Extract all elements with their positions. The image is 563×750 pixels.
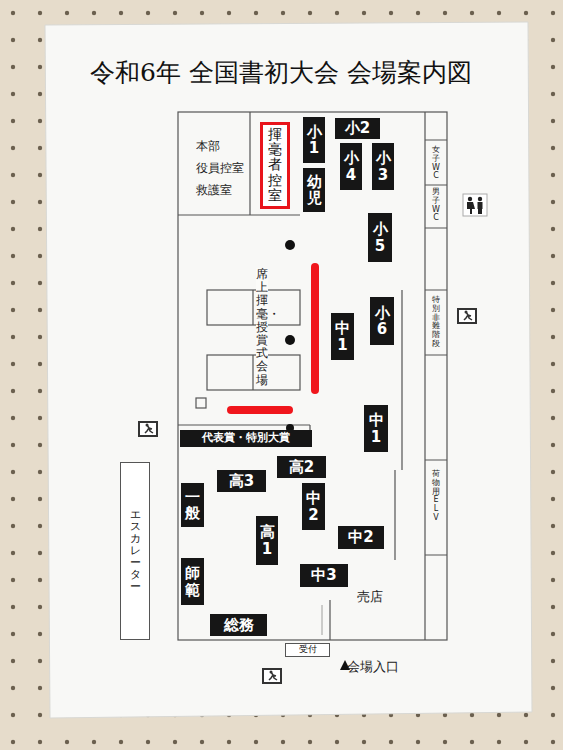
door-mark xyxy=(322,605,323,635)
room-name: 高3 xyxy=(229,473,254,490)
room-name: 高2 xyxy=(289,459,314,476)
booth-label-box: 高1 xyxy=(256,516,278,565)
booth-label-box: 小3 xyxy=(372,143,394,190)
booth-label-box: 中2 xyxy=(302,483,325,530)
escalator-frame xyxy=(120,462,150,640)
booth-label-box: 代表賞・特別大賞 xyxy=(180,430,312,447)
red-line xyxy=(311,267,319,390)
room-name: 受付 xyxy=(299,645,317,655)
booth-label-box: 小4 xyxy=(340,143,362,190)
table-split xyxy=(252,290,253,390)
red-marks xyxy=(231,267,315,410)
booth-label-box: 中3 xyxy=(300,564,348,587)
highlighted-room: 揮毫者控室 xyxy=(260,122,290,209)
place-label: 男子WC xyxy=(432,188,440,223)
booth-label-box: 小6 xyxy=(370,297,394,345)
room-name: 小5 xyxy=(373,221,388,254)
room-name: 小4 xyxy=(344,150,359,183)
room-name: 中1 xyxy=(369,412,384,445)
room-name: 小6 xyxy=(375,305,390,338)
booth-label-box: 中1 xyxy=(331,313,354,360)
pillar-dot xyxy=(285,240,295,250)
room-name: 揮毫者控室 xyxy=(268,127,282,204)
room-name: 中1 xyxy=(335,320,350,353)
room-name: 中2 xyxy=(348,529,373,546)
pillars xyxy=(285,240,295,432)
booth-label-box: 総務 xyxy=(210,614,267,636)
booth-label-box: 高2 xyxy=(277,456,326,478)
place-label: 荷物用ELV xyxy=(432,470,440,523)
pillar-dot xyxy=(285,335,295,345)
booth-label-box: 小1 xyxy=(303,117,325,163)
place-label: 会場入口 xyxy=(347,660,399,674)
room-name: 師範 xyxy=(185,565,200,598)
paper-sheet xyxy=(45,22,532,718)
red-line xyxy=(231,406,289,414)
place-label: 売店 xyxy=(357,590,383,604)
room-name: 一般 xyxy=(185,489,200,522)
room-name: 中3 xyxy=(311,567,336,584)
room-name: 小2 xyxy=(345,120,370,137)
exit-icon xyxy=(262,668,282,684)
exit-icon xyxy=(457,308,477,324)
walls xyxy=(120,112,447,640)
map-title: 令和6年 全国書初大会 会場案内図 xyxy=(90,56,472,89)
outer-wall xyxy=(178,112,447,640)
room-name: エスカレーター xyxy=(130,509,141,594)
booth-label-box: 小2 xyxy=(335,118,380,139)
exit-icon xyxy=(138,421,158,437)
place-label: 特別非難階段 xyxy=(432,296,440,349)
room-box: 受付 xyxy=(285,643,330,657)
place-label: 本部 xyxy=(196,140,220,153)
table xyxy=(207,355,300,390)
room-name: 高1 xyxy=(260,524,275,557)
room-name: 中2 xyxy=(306,490,321,523)
exit-icons xyxy=(138,308,477,684)
place-label: 席上揮毫・授賞式会場 xyxy=(256,268,268,387)
room-name: 幼児 xyxy=(307,174,322,207)
wc-icon xyxy=(463,194,487,216)
room-name: 小3 xyxy=(376,150,391,183)
place-label: 救護室 xyxy=(196,184,232,197)
side-rooms xyxy=(425,112,447,640)
room-name: 小1 xyxy=(307,124,322,157)
place-label: 役員控室 xyxy=(196,162,244,175)
booth-label-box: 中2 xyxy=(338,526,384,549)
booth-label-box: 小5 xyxy=(368,213,392,262)
booth-label-box: 一般 xyxy=(181,483,204,527)
booth-label-box: 高3 xyxy=(217,470,266,492)
room-name: 総務 xyxy=(224,617,254,634)
inner-walls xyxy=(178,112,402,640)
booth-label-box: 師範 xyxy=(181,558,204,605)
booth-label-box: 中1 xyxy=(364,405,388,452)
room-name: 代表賞・特別大賞 xyxy=(202,432,290,444)
place-label: 女子WC xyxy=(432,146,440,181)
booth-label-box: 幼児 xyxy=(303,168,325,212)
pillar xyxy=(196,398,206,408)
room-box: エスカレーター xyxy=(120,462,150,640)
